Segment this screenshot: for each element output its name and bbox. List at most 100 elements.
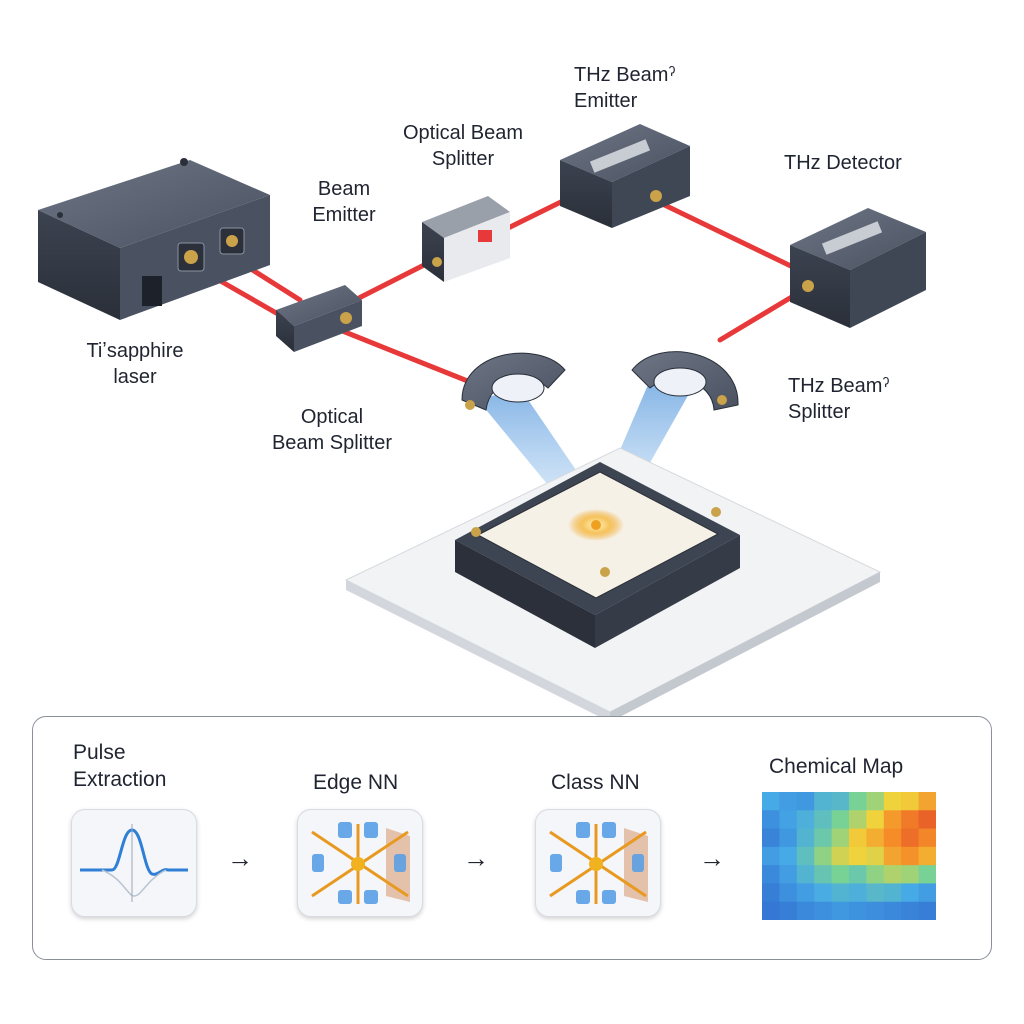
heatmap-cell — [918, 792, 936, 811]
heatmap-cell — [762, 846, 780, 866]
neural-network-icon — [535, 809, 661, 917]
heatmap-cell — [831, 792, 850, 811]
label-line: Emitter — [312, 204, 376, 226]
heatmap-cell — [866, 901, 885, 920]
label-optical-beam-splitter-top: Optical Beam Splitter — [388, 120, 538, 172]
heatmap-cell — [796, 883, 815, 903]
heatmap-cell — [901, 792, 920, 811]
heatmap-cell — [901, 883, 920, 903]
label-line: Tiʼsapphire — [86, 340, 184, 362]
heatmap-cell — [814, 883, 833, 903]
heatmap-cell — [883, 865, 902, 884]
heatmap-cell — [849, 828, 867, 848]
heatmap-cell — [849, 865, 867, 884]
beam-splitter-to-optics-left — [337, 327, 473, 385]
parabolic-mirror-left — [461, 352, 566, 411]
heatmap-cell — [901, 901, 920, 920]
heatmap-cell — [901, 810, 920, 830]
heatmap-cell — [762, 810, 780, 830]
heatmap-cell — [762, 883, 780, 903]
neural-network-icon — [297, 809, 423, 917]
beam-optics-right-to-detector — [717, 289, 803, 343]
heatmap-cell — [779, 792, 798, 811]
heatmap-cell — [779, 828, 798, 848]
stage-title-edge-nn: Edge NN — [313, 771, 399, 794]
stage-title-chemical-map: Chemical Map — [769, 755, 904, 778]
heatmap-cell — [779, 883, 798, 903]
heatmap-cell — [866, 810, 885, 830]
label-thz-beam-splitter: THz Beamˀ Splitter — [788, 373, 889, 425]
heatmap-cell — [849, 883, 867, 903]
heatmap-cell — [918, 828, 936, 848]
heatmap-cell — [866, 865, 885, 884]
stage-title-pulse-extraction: Pulse Extraction — [73, 739, 166, 793]
heatmap-cell — [901, 865, 920, 884]
heatmap-cell — [814, 828, 833, 848]
heatmap-cell — [814, 846, 833, 866]
beam-splitter-to-emitter — [352, 259, 433, 303]
laser-device — [38, 158, 270, 320]
heatmap-cell — [849, 810, 867, 830]
heatmap-cell — [901, 828, 920, 848]
label-thz-detector: THz Detector — [784, 152, 902, 174]
heatmap-cell — [901, 846, 920, 866]
heatmap-cell — [762, 901, 780, 920]
label-line: Optical Beam — [402, 122, 524, 144]
label-beam-emitter: Beam Emitter — [292, 176, 396, 228]
heatmap-cell — [918, 846, 936, 866]
beam-thz-emitter-to-detector — [647, 195, 798, 271]
heatmap-cell — [779, 846, 798, 866]
heatmap-cell — [849, 792, 867, 811]
heatmap-cell — [762, 865, 780, 884]
heatmap-cell — [918, 865, 936, 884]
heatmap-cell — [831, 828, 850, 848]
heatmap-cell — [918, 883, 936, 903]
heatmap-cell — [918, 810, 936, 830]
parabolic-mirror-right — [631, 351, 739, 411]
stage-title-class-nn: Class NN — [551, 771, 640, 794]
heatmap-cell — [814, 865, 833, 884]
label-line: Beam Splitter — [271, 432, 393, 454]
heatmap-cell — [866, 792, 885, 811]
arrow-icon: → — [699, 843, 725, 873]
heatmap-icon — [762, 792, 936, 920]
heatmap-cell — [831, 883, 850, 903]
heatmap-cell — [796, 792, 815, 811]
heatmap-cell — [883, 901, 902, 920]
heatmap-cell — [796, 846, 815, 866]
heatmap-cell — [779, 901, 798, 920]
heatmap-cell — [831, 810, 850, 830]
heatmap-cell — [796, 865, 815, 884]
heatmap-cell — [796, 901, 815, 920]
heatmap-cell — [883, 883, 902, 903]
heatmap-cell — [762, 792, 780, 811]
heatmap-cell — [779, 810, 798, 830]
heatmap-cell — [883, 792, 902, 811]
heatmap-cell — [814, 901, 833, 920]
heatmap-cell — [779, 865, 798, 884]
label-optical-beam-splitter-bottom: Optical Beam Splitter — [252, 404, 412, 456]
label-line: Splitter — [431, 148, 495, 170]
label-line: Optical — [300, 406, 364, 428]
thz-emitter-device — [560, 124, 690, 228]
heatmap-cell — [814, 792, 833, 811]
label-line: THz Beamˀ — [788, 375, 890, 397]
heatmap-cell — [831, 846, 850, 866]
label-laser: Tiʼsapphire laser — [70, 338, 200, 390]
heatmap-cell — [866, 846, 885, 866]
heatmap-cell — [814, 810, 833, 830]
heatmap-cell — [831, 865, 850, 884]
waveform-icon — [71, 809, 197, 917]
arrow-icon: → — [463, 843, 489, 873]
label-line: Splitter — [788, 401, 851, 423]
heatmap-cell — [883, 810, 902, 830]
thz-detector-device — [790, 208, 926, 328]
heatmap-cell — [849, 901, 867, 920]
arrow-icon: → — [227, 843, 253, 873]
label-thz-beam-emitter: THz Beamˀ Emitter — [574, 62, 675, 114]
optical-beam-splitter-lower-device — [276, 285, 362, 352]
label-line: THz Beamˀ — [574, 64, 676, 86]
heatmap-cell — [762, 828, 780, 848]
heatmap-cell — [918, 901, 936, 920]
